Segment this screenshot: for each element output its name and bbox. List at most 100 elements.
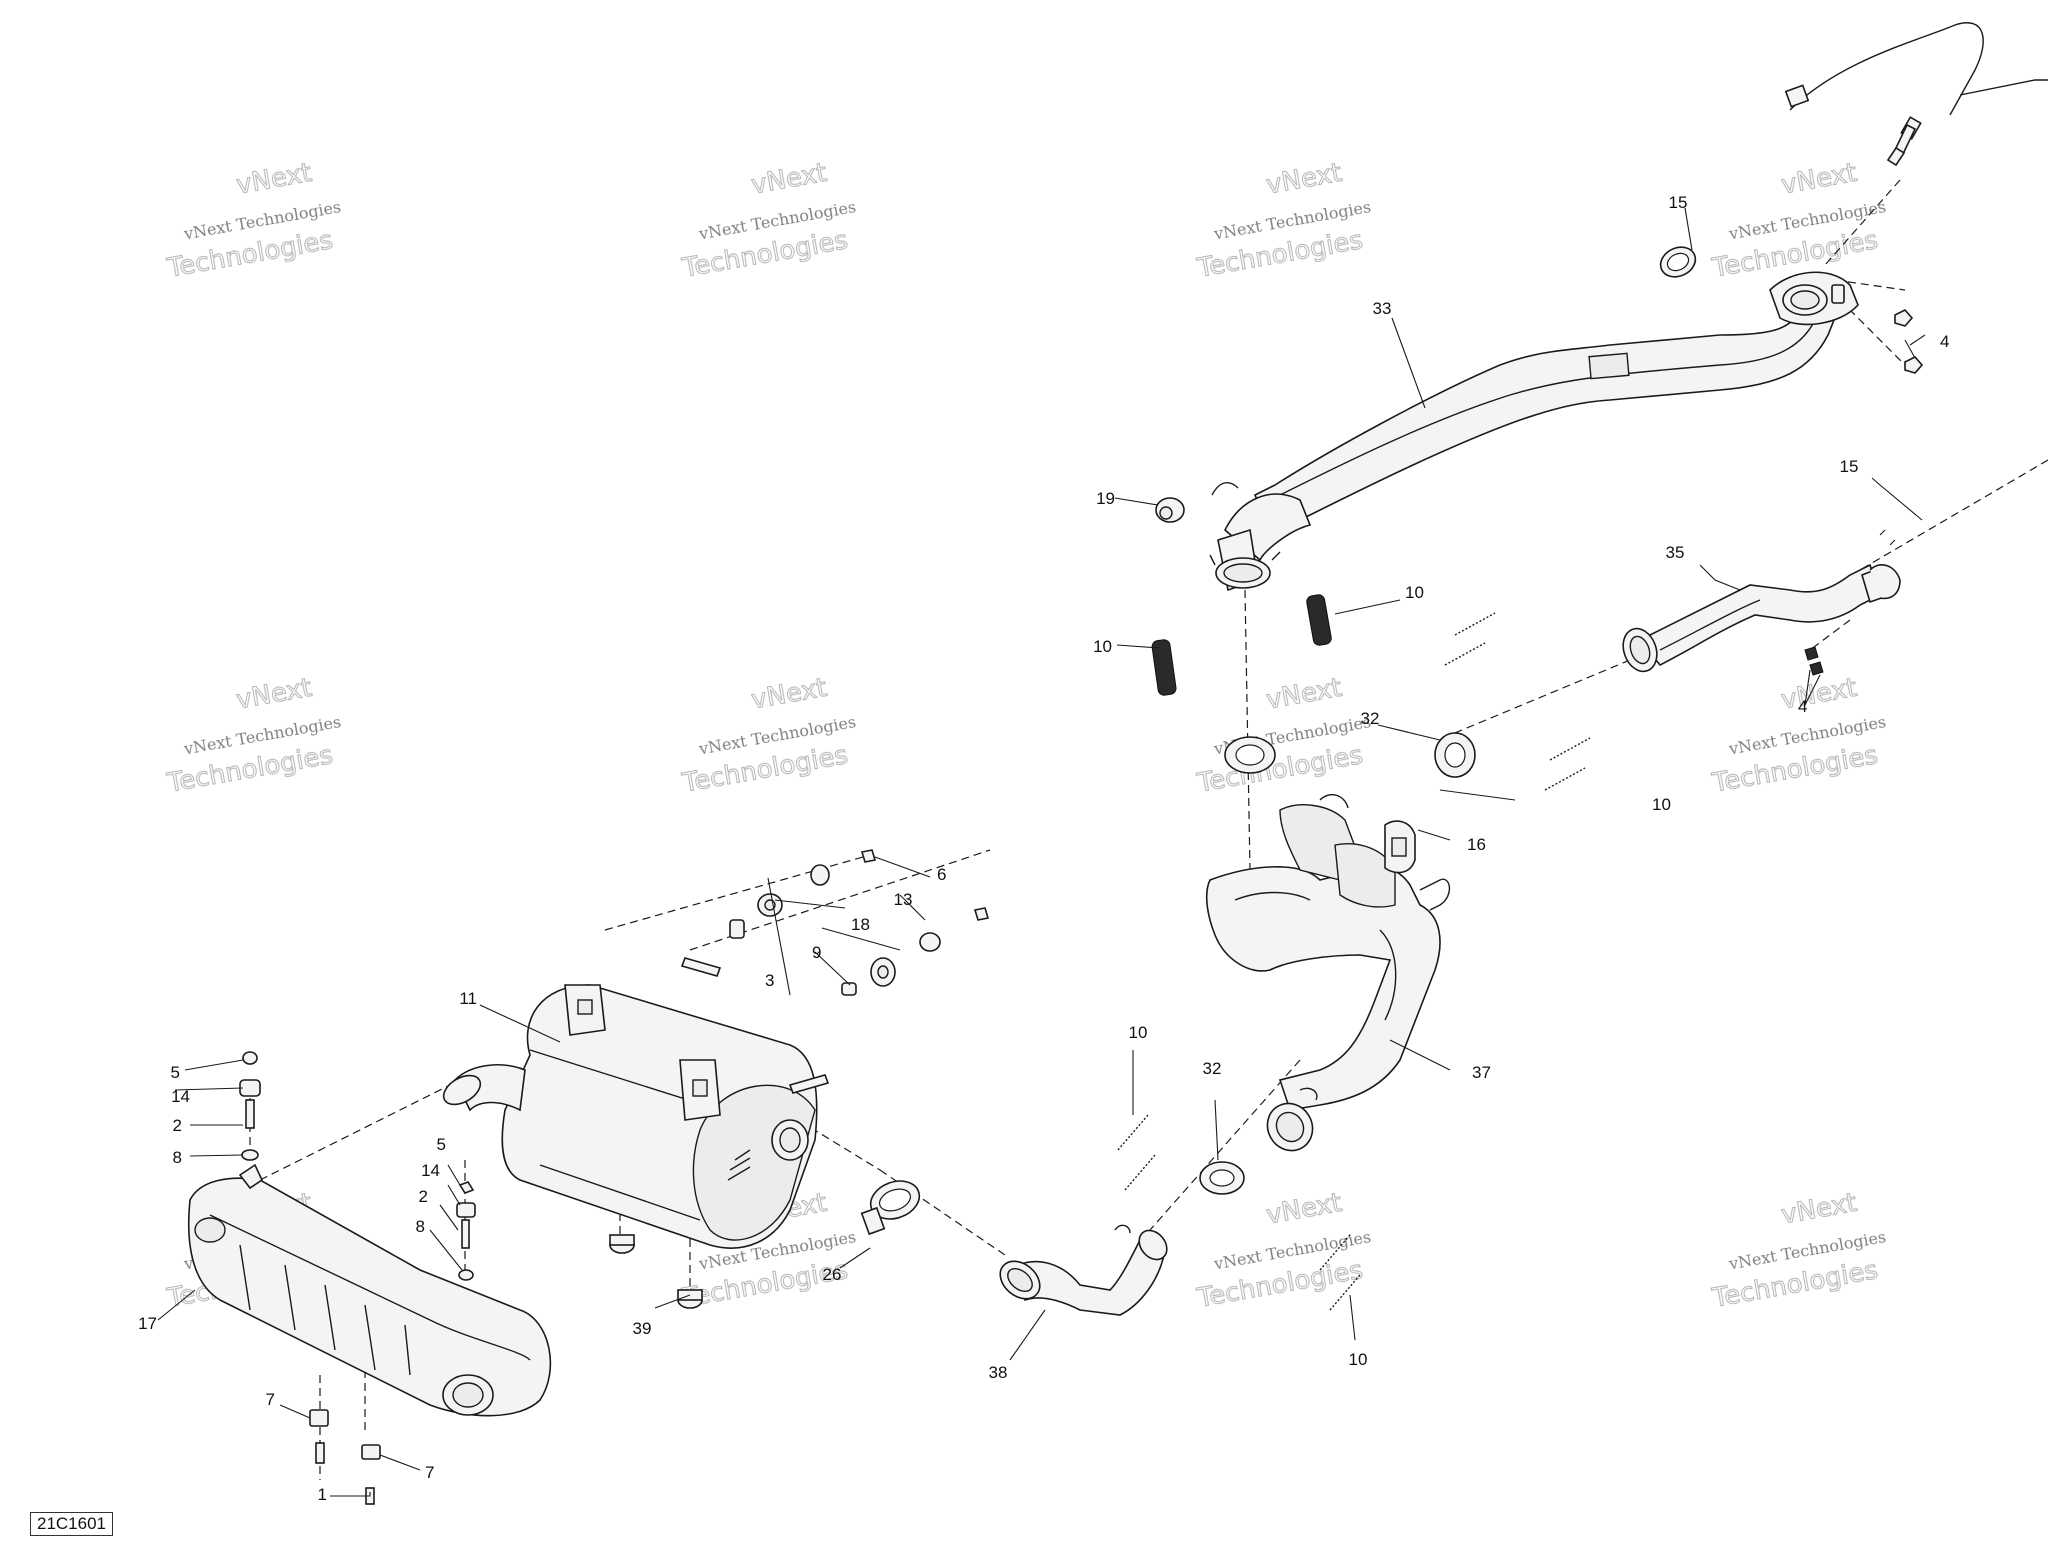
spring-10-d[interactable] (1544, 737, 1591, 791)
washer-8-left[interactable] (241, 1149, 259, 1161)
nut-4-b[interactable] (1904, 356, 1924, 374)
nut-6-a[interactable] (860, 849, 877, 863)
watermark-r2c4: vNext vNext Technologies Technologies (1709, 672, 1887, 799)
spacer-9-b[interactable] (841, 982, 857, 996)
svg-text:vNext: vNext (1264, 158, 1344, 201)
nut-6-b[interactable] (973, 907, 990, 921)
svg-text:vNext: vNext (749, 158, 829, 201)
grommet-39-a[interactable] (609, 1234, 635, 1254)
y-pipe-37[interactable] (1205, 794, 1451, 1159)
callout-6[interactable]: 6 (937, 865, 946, 884)
svg-text:vNext: vNext (1264, 673, 1344, 716)
callout-8-left[interactable]: 8 (173, 1148, 182, 1167)
callout-38[interactable]: 38 (989, 1363, 1008, 1382)
spring-10-c[interactable] (1444, 612, 1496, 666)
callout-3[interactable]: 3 (765, 971, 774, 990)
spring-10-e[interactable] (1117, 1114, 1156, 1191)
callout-4-top[interactable]: 4 (1940, 332, 1949, 351)
callout-2-mid[interactable]: 2 (419, 1187, 428, 1206)
callout-17[interactable]: 17 (138, 1314, 157, 1333)
callout-16[interactable]: 16 (1467, 835, 1486, 854)
callout-37[interactable]: 37 (1472, 1063, 1491, 1082)
callout-10-b[interactable]: 10 (1405, 583, 1424, 602)
callout-labels: 1 2 2 3 4 4 5 5 6 7 7 8 8 9 10 10 10 10 … (138, 193, 1949, 1504)
callout-10-d[interactable]: 10 (1129, 1023, 1148, 1042)
callout-32-b[interactable]: 32 (1203, 1059, 1222, 1078)
callout-9[interactable]: 9 (812, 943, 821, 962)
nut-5-mid[interactable] (458, 1181, 475, 1194)
callout-7-a[interactable]: 7 (266, 1390, 275, 1409)
gasket-32-c[interactable] (1199, 1161, 1245, 1195)
grommet-39-b[interactable] (677, 1289, 703, 1309)
gasket-32-a[interactable] (1224, 736, 1276, 774)
gasket-15-top[interactable] (1656, 242, 1700, 283)
callout-13[interactable]: 13 (894, 890, 913, 909)
callout-5-left[interactable]: 5 (171, 1063, 180, 1082)
grommet-14-mid[interactable] (456, 1202, 476, 1218)
watermark-r2c1: vNext vNext Technologies Technologies (164, 672, 342, 799)
gasket-32-b[interactable] (1434, 732, 1476, 778)
callout-26[interactable]: 26 (823, 1265, 842, 1284)
spring-10-b[interactable] (1306, 594, 1332, 646)
bolt-2-mid[interactable] (461, 1219, 470, 1249)
callout-7-b[interactable]: 7 (425, 1463, 434, 1482)
callout-35[interactable]: 35 (1666, 543, 1685, 562)
grommet-18-b[interactable] (870, 957, 896, 987)
stud-15-right[interactable] (1879, 484, 1923, 521)
nut-5-left[interactable] (242, 1051, 258, 1065)
callout-15-top[interactable]: 15 (1669, 193, 1688, 212)
spring-10-a[interactable] (1151, 639, 1177, 696)
washer-6-a[interactable] (810, 864, 830, 886)
grommet-19[interactable] (1155, 497, 1185, 523)
callout-8-mid[interactable]: 8 (416, 1217, 425, 1236)
svg-text:vNext: vNext (234, 158, 314, 201)
bolt-3-b[interactable] (788, 1074, 830, 1094)
callout-18[interactable]: 18 (851, 915, 870, 934)
callout-19[interactable]: 19 (1096, 489, 1115, 508)
callout-10-e[interactable]: 10 (1349, 1350, 1368, 1369)
watermark-r1c3: vNext vNext Technologies Technologies (1194, 157, 1372, 284)
clip-7-a[interactable] (309, 1409, 329, 1427)
callout-4-right[interactable]: 4 (1798, 697, 1807, 716)
bolt-2-left[interactable] (245, 1099, 255, 1129)
callout-2-left[interactable]: 2 (173, 1116, 182, 1135)
bolt-3-a[interactable] (680, 957, 722, 977)
svg-text:vNext: vNext (749, 673, 829, 716)
bracket-16[interactable] (1384, 820, 1416, 874)
callout-15-right[interactable]: 15 (1840, 457, 1859, 476)
callout-14-mid[interactable]: 14 (421, 1161, 440, 1180)
spacer-9-a[interactable] (729, 919, 745, 939)
clip-7-b[interactable] (361, 1444, 381, 1460)
diagram-code-label: 21C1601 (30, 1512, 114, 1536)
callout-10-c[interactable]: 10 (1652, 795, 1671, 814)
leader-lines (157, 207, 1926, 1497)
watermark-r1c1: vNext vNext Technologies Technologies (164, 157, 342, 284)
nut-4-d[interactable] (1809, 661, 1824, 676)
callout-14-left[interactable]: 14 (171, 1087, 190, 1106)
watermarks: vNext vNext Technologies Technologies vN… (164, 157, 1887, 1314)
head-pipe-rear[interactable] (1617, 529, 1901, 676)
callout-10-a[interactable]: 10 (1093, 637, 1112, 656)
callout-1[interactable]: 1 (318, 1485, 327, 1504)
head-pipe-front[interactable] (1209, 271, 1859, 592)
heat-shield-17[interactable] (187, 1163, 552, 1417)
grommet-18-a[interactable] (757, 893, 783, 917)
callout-32-a[interactable]: 32 (1361, 709, 1380, 728)
callout-11[interactable]: 11 (459, 989, 477, 1008)
washer-13[interactable] (919, 932, 941, 952)
nut-4-c[interactable] (1804, 646, 1819, 661)
svg-text:vNext: vNext (1779, 673, 1859, 716)
clamp-26[interactable] (860, 1175, 925, 1236)
watermark-r1c4: vNext vNext Technologies Technologies (1709, 157, 1887, 284)
elbow-pipe-38[interactable] (993, 1224, 1173, 1316)
nut-4-a[interactable] (1894, 309, 1914, 327)
callout-5-mid[interactable]: 5 (437, 1135, 446, 1154)
washer-8-mid[interactable] (458, 1269, 474, 1281)
oxygen-sensor[interactable] (1784, 22, 2048, 167)
watermark-r3c4: vNext vNext Technologies Technologies (1709, 1187, 1887, 1314)
muffler-11[interactable] (439, 984, 818, 1249)
callout-39[interactable]: 39 (633, 1319, 652, 1338)
callout-33[interactable]: 33 (1373, 299, 1392, 318)
